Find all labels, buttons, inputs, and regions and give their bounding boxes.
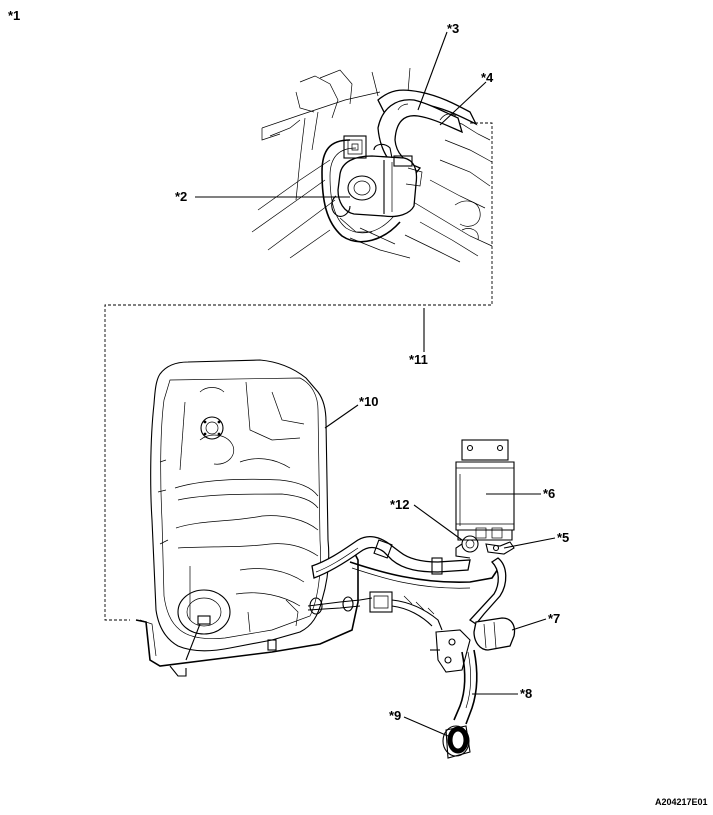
leader-5 [503,537,556,549]
canister-valve-12 [455,535,479,559]
callout-4: *4 [481,70,494,85]
engine-structure-lines [251,67,493,263]
leader-9 [403,716,449,737]
fill-pipe-assembly [430,557,516,759]
callout-labels: *2 *3 *4 *5 *6 *7 *8 *9 *10 *11 *12 [175,21,569,723]
leader-4 [439,81,487,126]
callout-2: *2 [175,189,187,204]
fuel-tank [150,359,330,652]
leader-7 [511,618,547,631]
leader-3 [417,31,448,111]
engine-bay-detail [251,67,493,263]
tank-lower-pipe [135,547,359,677]
corner-label: *1 [8,8,20,23]
callout-9: *9 [389,708,401,723]
callout-3: *3 [447,21,459,36]
callout-11: *11 [409,352,428,367]
fuel-pump-plate [177,589,231,635]
callout-5: *5 [557,530,569,545]
vapor-lines [307,535,501,631]
callout-6: *6 [543,486,555,501]
leader-lines [195,31,556,737]
callout-10: *10 [359,394,379,409]
charcoal-canister [455,439,515,559]
canister-port-5 [485,541,515,555]
leader-12 [413,504,463,541]
vent-valve-7 [473,617,516,651]
filler-neck-9 [442,725,471,759]
detail-boundary [104,122,493,621]
callout-8: *8 [520,686,532,701]
figure-code: A204217E01 [655,797,708,807]
callout-7: *7 [548,611,560,626]
callout-12: *12 [390,497,410,512]
sender-gauge-plate [200,416,224,440]
purge-vsv-valve [331,135,423,233]
leader-10 [324,404,359,429]
